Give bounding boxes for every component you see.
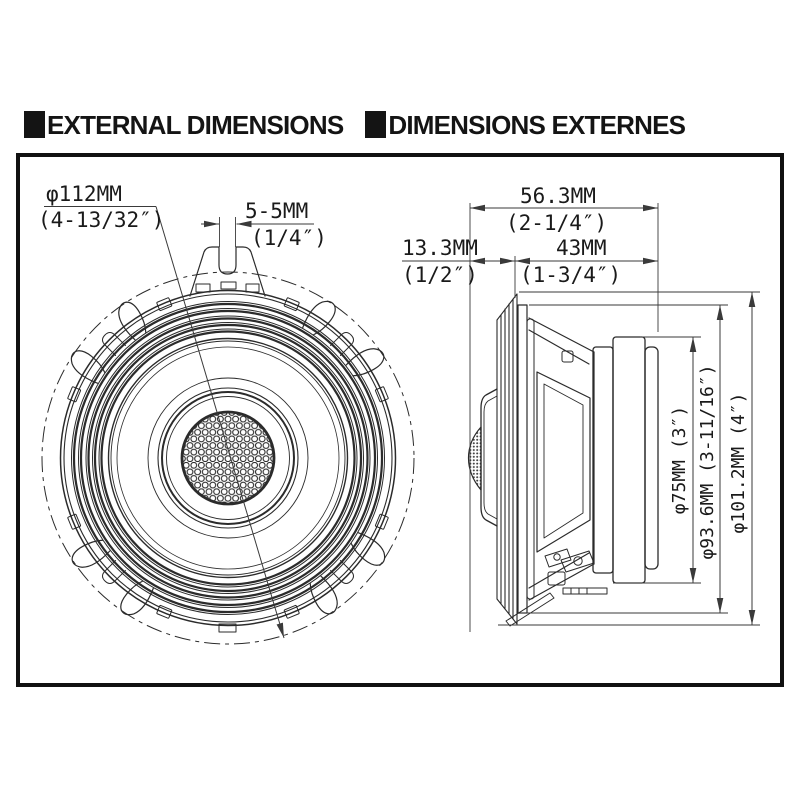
- bottom-rim-rect: [218, 623, 237, 633]
- trim-ring-side: [496, 293, 518, 625]
- magnet: [612, 336, 646, 584]
- protrusion-label-mm: 13.3MM: [402, 236, 478, 260]
- front-plate: [592, 346, 614, 574]
- cone-rings: [116, 346, 340, 570]
- black-square-icon: [24, 111, 45, 138]
- tab-slot-label-mm: 5-5MM: [245, 199, 309, 223]
- terminals: [505, 548, 608, 627]
- centerline-circle: [41, 271, 415, 645]
- extension-lines: [219, 203, 760, 632]
- top-rim-rects: [195, 281, 260, 293]
- front-view-drawing: [41, 246, 415, 645]
- protrusion-label-in: (1/2″): [402, 263, 478, 287]
- mounting-tabs: [67, 246, 389, 633]
- depth-label-mm: 56.3MM: [520, 184, 596, 208]
- magnet-diameter-label: φ75MM (3″): [669, 405, 690, 515]
- sheet-header: EXTERNAL DIMENSIONS DIMENSIONS EXTERNES: [24, 110, 686, 140]
- grille-dome: [467, 388, 498, 527]
- dimension-lines: [44, 203, 760, 639]
- side-view-drawing: [467, 293, 659, 627]
- mounting-depth-label-mm: 43MM: [556, 236, 607, 260]
- mounting-depth-label-in: (1-3/4″): [520, 263, 622, 287]
- black-square-icon: [365, 111, 387, 138]
- drawing-border: [16, 153, 784, 687]
- tab-notches: [101, 331, 355, 585]
- tweeter-trim-rings: [157, 387, 299, 529]
- depth-label-in: (2-1/4″): [506, 211, 608, 235]
- mounting-flange: [517, 304, 535, 614]
- overall-frame-diameter-label: φ101.2MM (4″): [728, 392, 749, 534]
- back-plate: [644, 346, 659, 570]
- top-mounting-tab: [189, 246, 266, 297]
- tab-fingers: [70, 300, 386, 616]
- tab-slot-label-in: (1/4″): [251, 226, 327, 250]
- tweeter-grille-mesh: [180, 410, 276, 506]
- rear-frame-diameter-label: φ93.6MM (3-11/16″): [697, 364, 718, 560]
- speaker-outer-rim: [59, 289, 397, 627]
- front-diameter-label-in: (4-13/32″): [38, 208, 165, 232]
- leader-line-112: [155, 206, 285, 639]
- basket-frame: [528, 317, 595, 601]
- title-french: DIMENSIONS EXTERNES: [388, 110, 686, 140]
- front-diameter-label-mm: φ112MM: [46, 182, 122, 206]
- trim-ring-band: [71, 301, 385, 615]
- title-english: EXTERNAL DIMENSIONS: [47, 110, 344, 140]
- rim-clip-rects: [67, 297, 389, 619]
